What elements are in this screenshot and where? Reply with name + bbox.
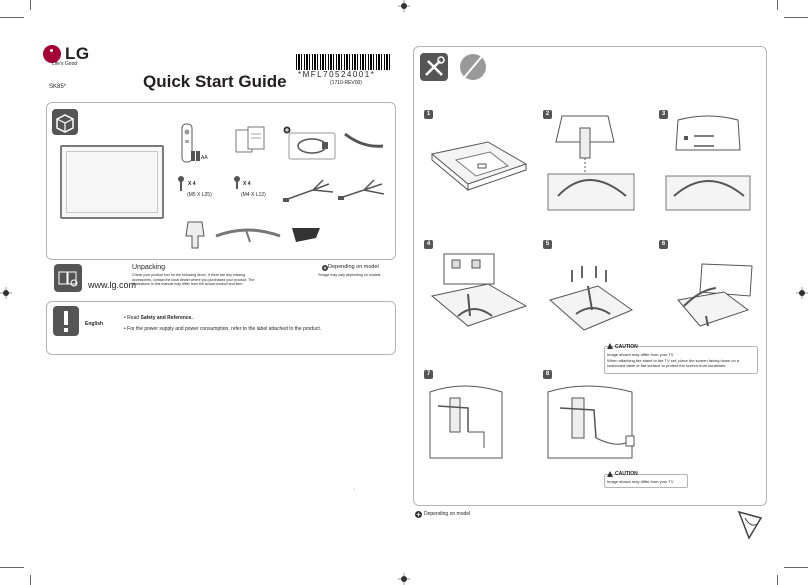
crop-mark bbox=[777, 575, 778, 585]
battery-label: AA bbox=[201, 155, 208, 161]
power-supply-note: • For the power supply and power consump… bbox=[124, 326, 322, 332]
cable-cover-icon bbox=[344, 132, 384, 148]
screw-a-icon bbox=[178, 176, 184, 191]
screw-a-qty: X 4 bbox=[188, 181, 196, 187]
remote-control-icon bbox=[181, 123, 193, 163]
manual-booklet-icon bbox=[235, 126, 265, 153]
crop-mark bbox=[0, 17, 24, 18]
barcode-graphic bbox=[296, 54, 392, 70]
page-turn-arrow-icon bbox=[737, 510, 763, 540]
screw-b-icon bbox=[234, 176, 240, 189]
manual-book-icon bbox=[54, 264, 82, 292]
caution-icon bbox=[607, 343, 613, 349]
assembly-panel bbox=[413, 46, 767, 506]
power-cable-icon bbox=[288, 132, 336, 160]
step-number: 4 bbox=[424, 240, 433, 249]
step-4-illustration bbox=[430, 253, 528, 327]
caution-box bbox=[604, 346, 758, 374]
caution-heading: CAUTION bbox=[615, 344, 638, 350]
step-3-illustration bbox=[665, 115, 751, 211]
no-screwdriver-icon bbox=[460, 54, 486, 80]
registration-mark bbox=[0, 287, 12, 299]
step-2-illustration bbox=[547, 115, 635, 211]
plus-depending-model-icon bbox=[322, 265, 328, 271]
caution-heading: CAUTION bbox=[615, 471, 638, 477]
component-cable-icon bbox=[338, 179, 385, 200]
step-number: 2 bbox=[543, 110, 552, 119]
barcode-revision: (1710-REV00) bbox=[330, 80, 362, 86]
registration-mark bbox=[398, 573, 410, 585]
step-number: 1 bbox=[424, 110, 433, 119]
step-number: 6 bbox=[659, 240, 668, 249]
page-dot: , bbox=[354, 485, 356, 491]
registration-mark bbox=[398, 0, 410, 12]
av-cable-icon bbox=[283, 179, 334, 202]
language-label: English bbox=[85, 321, 104, 327]
step-7-illustration bbox=[429, 385, 503, 459]
stand-neck-icon bbox=[185, 221, 205, 249]
crop-mark bbox=[784, 17, 808, 18]
caution-icon bbox=[607, 471, 613, 477]
registration-mark bbox=[796, 287, 808, 299]
battery-icon bbox=[191, 151, 200, 161]
crop-mark bbox=[777, 0, 778, 10]
brand-logo-text: LG bbox=[65, 44, 90, 63]
crop-mark bbox=[0, 567, 24, 568]
safety-reference: Safety and Reference. bbox=[140, 315, 193, 321]
warning-icon bbox=[53, 306, 79, 336]
footer-depending-note: Depending on model bbox=[424, 511, 471, 517]
package-icon bbox=[52, 109, 78, 135]
step-number: 7 bbox=[424, 370, 433, 379]
safety-prefix: • Read bbox=[124, 315, 141, 321]
step-6-illustration bbox=[677, 263, 753, 327]
image-vary-note: *Image may vary depending on models. bbox=[318, 273, 382, 277]
brand-tagline: Life's Good bbox=[52, 61, 78, 67]
tools-icon bbox=[420, 53, 448, 81]
lg-logo-icon bbox=[43, 45, 61, 63]
safety-line-1: • Read Safety and Reference. bbox=[124, 315, 193, 321]
crop-mark bbox=[30, 575, 31, 585]
screw-a-size: (M5 X L25) bbox=[187, 192, 212, 198]
plus-depending-model-icon bbox=[283, 126, 291, 134]
screw-b-size: (M4 X L12) bbox=[241, 192, 266, 198]
step-number: 5 bbox=[543, 240, 552, 249]
caution-text: Image shown may differ from your TV bbox=[607, 479, 674, 484]
page-title: Quick Start Guide bbox=[143, 72, 287, 91]
plus-depending-model-icon bbox=[415, 511, 422, 518]
website-link[interactable]: www.lg.com bbox=[88, 280, 137, 290]
safety-panel bbox=[46, 301, 396, 355]
unpacking-heading: Unpacking bbox=[132, 264, 166, 271]
crop-mark bbox=[784, 567, 808, 568]
stand-cover-icon bbox=[292, 228, 320, 242]
step-8-illustration bbox=[547, 385, 635, 459]
step-number: 8 bbox=[543, 370, 552, 379]
caution-text: When attaching the stand to the TV set, … bbox=[607, 358, 740, 368]
screw-b-qty: X 4 bbox=[243, 181, 251, 187]
step-5-illustration bbox=[548, 266, 634, 331]
barcode-code: *MFL70524001* bbox=[298, 70, 376, 79]
depending-model-note: Depending on model bbox=[328, 264, 379, 270]
caution-text: Image shown may differ from your TV bbox=[607, 352, 674, 357]
components-panel bbox=[46, 102, 396, 260]
unpacking-body: Check your product box for the following… bbox=[132, 273, 255, 287]
step-1-illustration bbox=[430, 141, 528, 192]
step-number: 3 bbox=[659, 110, 668, 119]
stand-base-icon bbox=[215, 228, 281, 243]
crop-mark bbox=[30, 0, 31, 10]
model-number: SK85* bbox=[49, 84, 67, 90]
tv-illustration bbox=[60, 145, 164, 219]
caution-box bbox=[604, 474, 688, 488]
